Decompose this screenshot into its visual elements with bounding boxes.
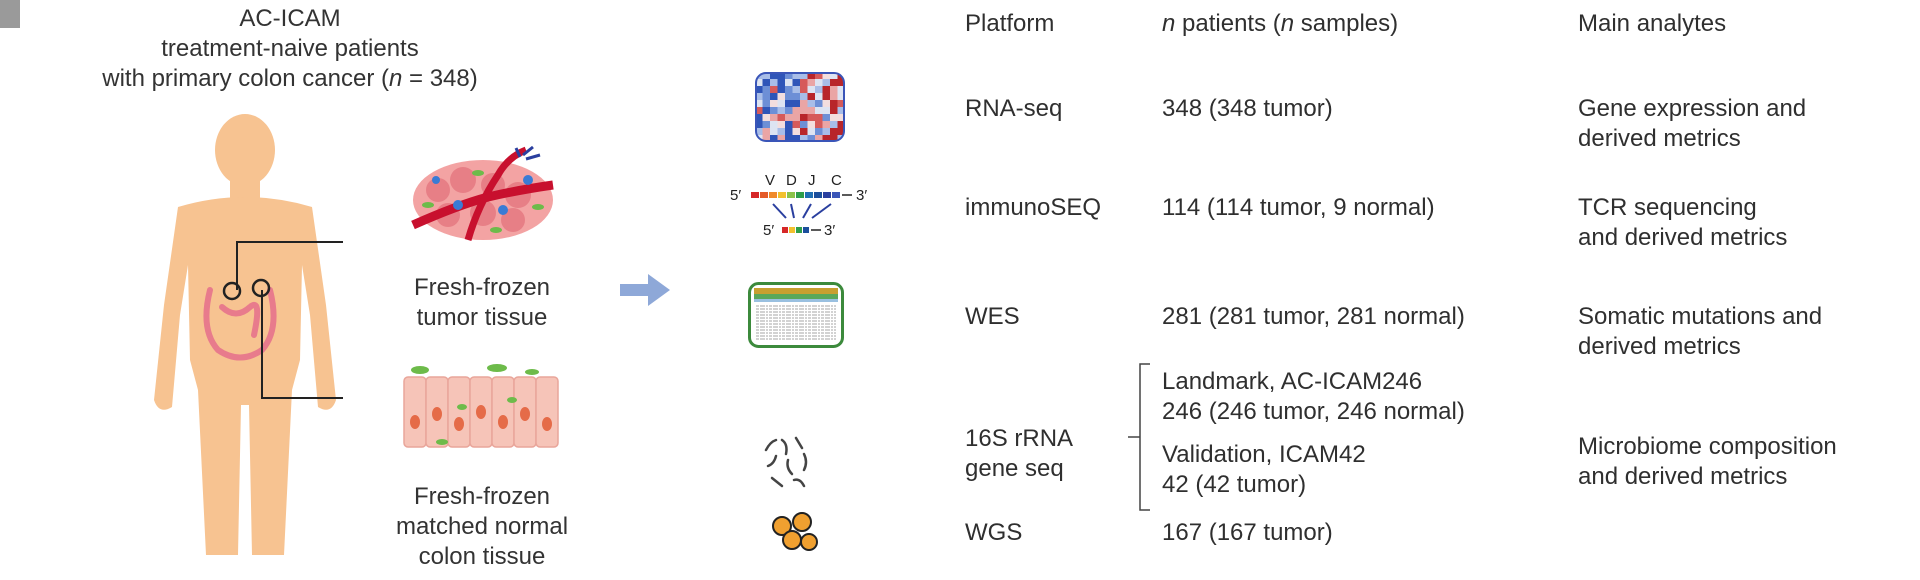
cohort-line-3: with primary colon cancer (n = 348) (102, 65, 478, 92)
tcr-5prime-top: 5′ (730, 187, 741, 204)
cohort-title: AC-ICAM treatment-naive patients with pr… (60, 4, 520, 94)
normal-tissue-label: Fresh-frozen matched normal colon tissue (362, 482, 602, 572)
row-wgs-platform: WGS (965, 519, 1023, 546)
normal-label-line-3: colon tissue (418, 543, 546, 570)
tumor-tissue-icon (411, 145, 554, 241)
cohort-line-1: AC-ICAM (239, 5, 341, 32)
tcr-strand-top (751, 192, 852, 198)
header-patients: n patients (n samples) (1162, 10, 1399, 37)
header-platform: Platform (965, 10, 1055, 37)
row-wes-platform: WES (965, 303, 1020, 330)
cohort-line-2: treatment-naive patients (161, 35, 419, 62)
row-immunoseq-platform: immunoSEQ (965, 194, 1102, 221)
tcr-rearrangement-icon: V D J C 5′ 3′ 5′ 3′ (730, 172, 867, 239)
tcr-segment-j: J (808, 172, 816, 189)
heatmap-icon (755, 72, 845, 142)
corner-mark (0, 0, 20, 28)
normal-label-line-2: matched normal (395, 513, 569, 540)
tcr-segment-d: D (786, 172, 797, 189)
tumor-label-line-2: tumor tissue (416, 304, 548, 331)
tcr-5prime-bottom: 5′ (763, 222, 774, 239)
row-16s-bracket (1128, 363, 1150, 511)
bacteria-rods-icon (764, 436, 808, 488)
cell-cluster-icon (772, 512, 818, 551)
row-wes-patients: 281 (281 tumor, 281 normal) (1162, 303, 1465, 330)
tcr-strand-bottom (782, 227, 821, 233)
tcr-segment-v: V (765, 172, 775, 189)
human-figure-icon (154, 114, 336, 555)
row-wgs-patients: 167 (167 tumor) (1162, 519, 1333, 546)
row-immunoseq-patients: 114 (114 tumor, 9 normal) (1162, 194, 1435, 221)
tcr-segment-c: C (831, 172, 842, 189)
tcr-3prime-bottom: 3′ (824, 222, 835, 239)
tumor-tissue-label: Fresh-frozen tumor tissue (362, 273, 602, 333)
row-rnaseq-patients: 348 (348 tumor) (1162, 95, 1333, 122)
wes-alignment-icon (748, 282, 844, 348)
header-analytes: Main analytes (1578, 10, 1727, 37)
tcr-3prime-top: 3′ (856, 187, 867, 204)
normal-label-line-1: Fresh-frozen (413, 483, 551, 510)
arrow-right-icon (620, 274, 670, 306)
tumor-label-line-1: Fresh-frozen (413, 274, 551, 301)
connector-lines (236, 241, 343, 399)
row-rnaseq-platform: RNA-seq (965, 95, 1063, 122)
normal-tissue-icon (403, 364, 559, 448)
